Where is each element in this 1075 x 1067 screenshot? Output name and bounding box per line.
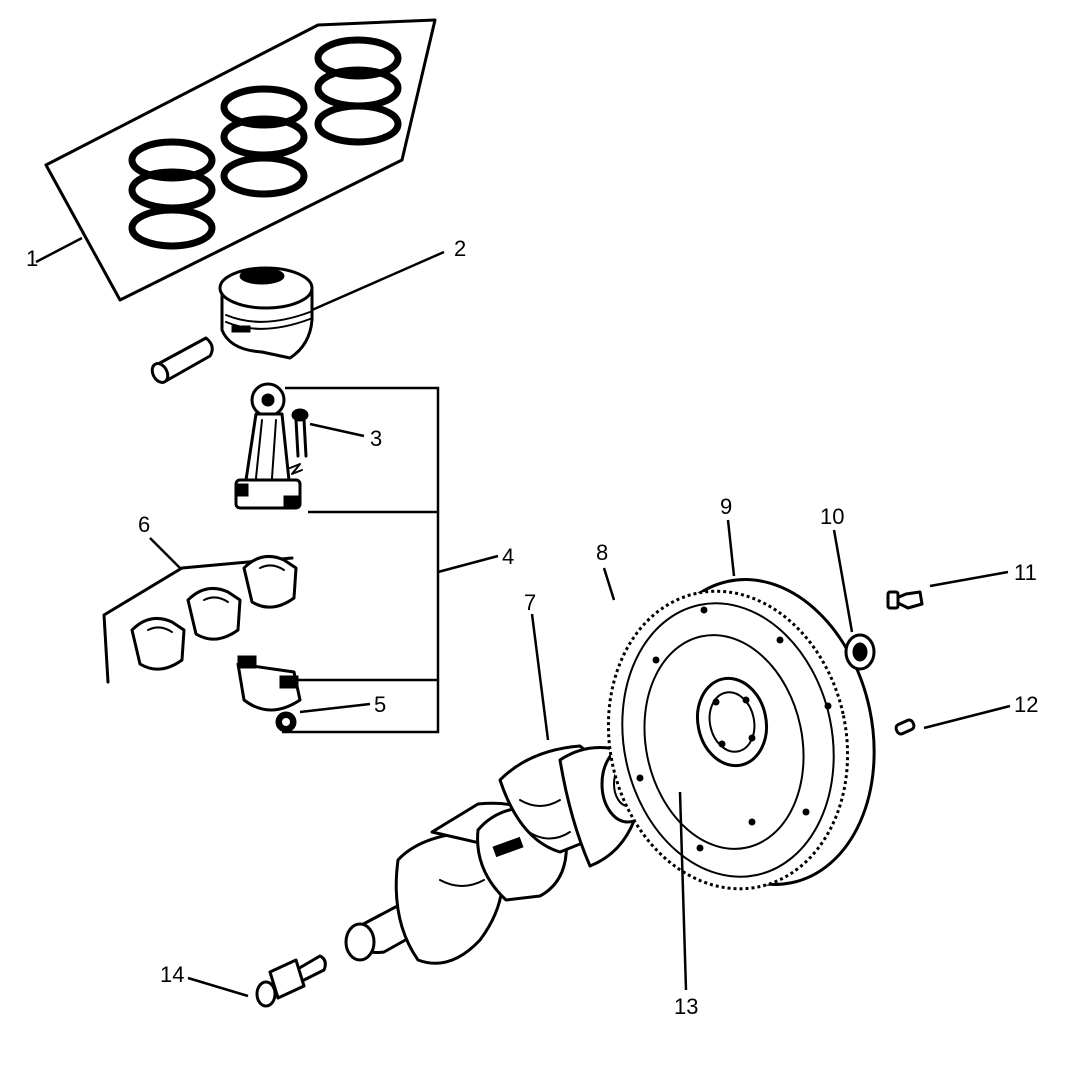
crankshaft — [344, 744, 656, 965]
bearing-shell-c — [242, 554, 298, 609]
callout-11: 11 — [1014, 560, 1037, 585]
bearing-set — [102, 554, 298, 684]
ring-set-outline — [44, 18, 437, 302]
ring-stack-c — [314, 36, 402, 146]
rod-bolt — [289, 408, 309, 475]
rod-cap — [236, 655, 302, 712]
crank-bolt — [255, 954, 327, 1008]
piston — [218, 266, 314, 360]
callout-6: 6 — [138, 512, 150, 537]
connecting-rod — [234, 382, 302, 510]
bearing-shell-b — [186, 586, 242, 641]
flywheel — [606, 578, 876, 891]
flywheel-bolt — [886, 590, 924, 610]
callout-7: 7 — [524, 590, 536, 615]
piston-pin — [150, 336, 214, 384]
rod-nut — [275, 711, 297, 733]
callout-8: 8 — [596, 540, 608, 565]
callout-3: 3 — [370, 426, 382, 451]
callout-9: 9 — [720, 494, 732, 519]
ring-stack-a — [128, 138, 216, 250]
dowel-pin — [894, 718, 916, 736]
callout-1: 1 — [26, 246, 38, 271]
callout-5: 5 — [374, 692, 386, 717]
callout-13: 13 — [674, 994, 698, 1019]
callout-14: 14 — [160, 962, 184, 987]
ring-stack-b — [220, 85, 308, 198]
callout-4: 4 — [502, 544, 514, 569]
callout-2: 2 — [454, 236, 466, 261]
callout-10: 10 — [820, 504, 844, 529]
callout-12: 12 — [1014, 692, 1038, 717]
pilot-bearing — [844, 633, 876, 671]
rod-assembly-bracket — [282, 386, 440, 734]
bearing-shell-a — [130, 616, 186, 671]
callout-labels: 1 2 3 4 5 6 7 8 9 10 11 12 13 14 — [26, 236, 1038, 1019]
piston-ring-set — [44, 18, 437, 302]
leader-lines — [35, 236, 1011, 998]
